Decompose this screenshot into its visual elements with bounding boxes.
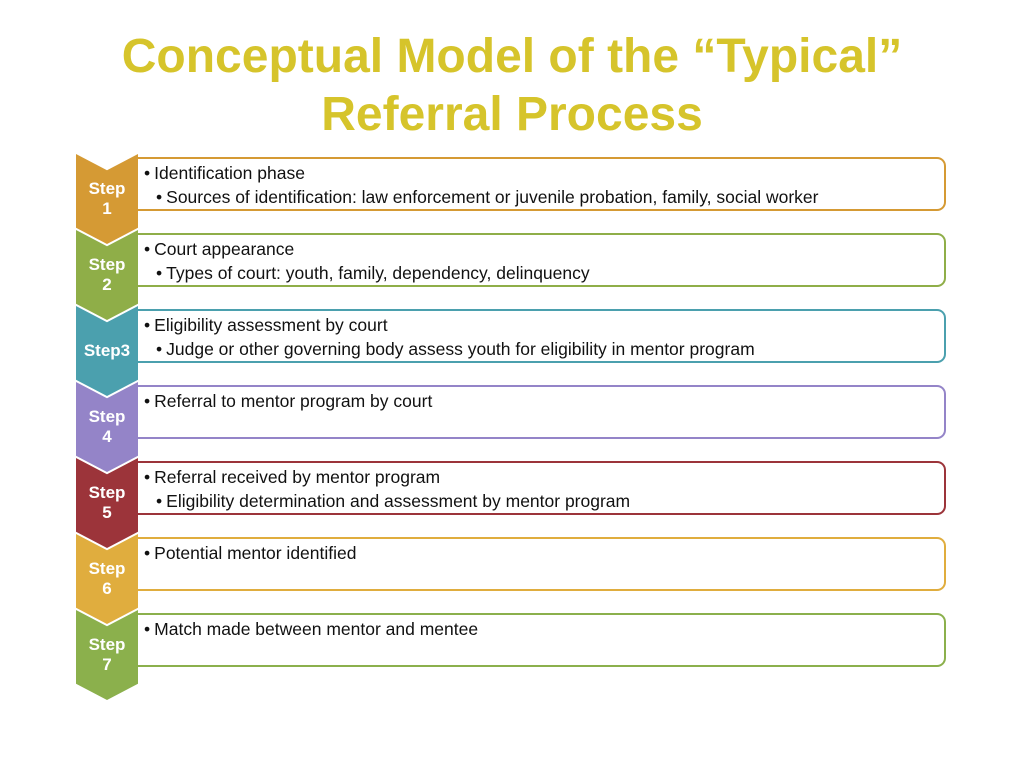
step-main-text: Identification phase <box>154 163 305 183</box>
step-sub-text: Judge or other governing body assess you… <box>166 339 755 359</box>
step-sub-bullet: •Eligibility determination and assessmen… <box>144 489 938 513</box>
step-label-top: Step <box>88 559 126 578</box>
step-main-bullet: •Identification phase <box>144 161 938 185</box>
step-main-text: Match made between mentor and mentee <box>154 619 479 639</box>
step-label-top: Step <box>88 407 126 426</box>
step-label-top: Step <box>88 179 126 198</box>
bullet-icon: • <box>144 467 151 487</box>
step-main-text: Referral to mentor program by court <box>154 391 433 411</box>
step-label-top: Step3 <box>83 341 131 360</box>
bullet-icon: • <box>156 339 163 359</box>
step-main-text: Potential mentor identified <box>154 543 357 563</box>
step-main-bullet: •Referral received by mentor program <box>144 465 938 489</box>
slide-title: Conceptual Model of the “Typical” Referr… <box>0 28 1024 144</box>
step-main-text: Eligibility assessment by court <box>154 315 388 335</box>
bullet-icon: • <box>144 315 151 335</box>
step-label-number: 6 <box>102 579 112 598</box>
bullet-icon: • <box>144 543 151 563</box>
step-content-box-7: •Match made between mentor and mentee <box>134 613 946 667</box>
step-sub-bullet: •Judge or other governing body assess yo… <box>144 337 938 361</box>
step-sub-text: Sources of identification: law enforceme… <box>166 187 819 207</box>
step-label-number: 7 <box>102 655 112 674</box>
bullet-icon: • <box>144 163 151 183</box>
step-main-text: Court appearance <box>154 239 295 259</box>
step-sub-bullet: •Types of court: youth, family, dependen… <box>144 261 938 285</box>
slide-title-line-1: Conceptual Model of the “Typical” <box>121 30 903 83</box>
step-label-top: Step <box>88 483 126 502</box>
bullet-icon: • <box>144 239 151 259</box>
step-label-number: 5 <box>102 503 112 522</box>
step-main-bullet: •Potential mentor identified <box>144 541 938 565</box>
step-main-bullet: •Court appearance <box>144 237 938 261</box>
step-label-number: 1 <box>102 199 112 218</box>
step-sub-text: Eligibility determination and assessment… <box>166 491 631 511</box>
step-content-box-2: •Court appearance•Types of court: youth,… <box>134 233 946 287</box>
step-main-text: Referral received by mentor program <box>154 467 441 487</box>
step-main-bullet: •Referral to mentor program by court <box>144 389 938 413</box>
step-label-top: Step <box>88 255 126 274</box>
step-main-bullet: •Match made between mentor and mentee <box>144 617 938 641</box>
bullet-icon: • <box>156 263 163 283</box>
step-sub-bullet: •Sources of identification: law enforcem… <box>144 185 938 209</box>
step-content-box-1: •Identification phase•Sources of identif… <box>134 157 946 211</box>
step-content-box-4: •Referral to mentor program by court <box>134 385 946 439</box>
bullet-icon: • <box>156 187 163 207</box>
step-label-number: 2 <box>102 275 112 294</box>
step-content-box-3: •Eligibility assessment by court•Judge o… <box>134 309 946 363</box>
bullet-icon: • <box>144 619 151 639</box>
step-content-box-6: •Potential mentor identified <box>134 537 946 591</box>
step-row-3: Step3•Eligibility assessment by court•Ju… <box>76 306 950 396</box>
step-sub-text: Types of court: youth, family, dependenc… <box>166 263 590 283</box>
bullet-icon: • <box>156 491 163 511</box>
slide-title-line-2: Referral Process <box>321 88 703 141</box>
step-label-top: Step <box>88 635 126 654</box>
step-label: Step3 <box>84 341 130 361</box>
bullet-icon: • <box>144 391 151 411</box>
step-label-number: 4 <box>102 427 112 446</box>
step-main-bullet: •Eligibility assessment by court <box>144 313 938 337</box>
step-content-box-5: •Referral received by mentor program•Eli… <box>134 461 946 515</box>
